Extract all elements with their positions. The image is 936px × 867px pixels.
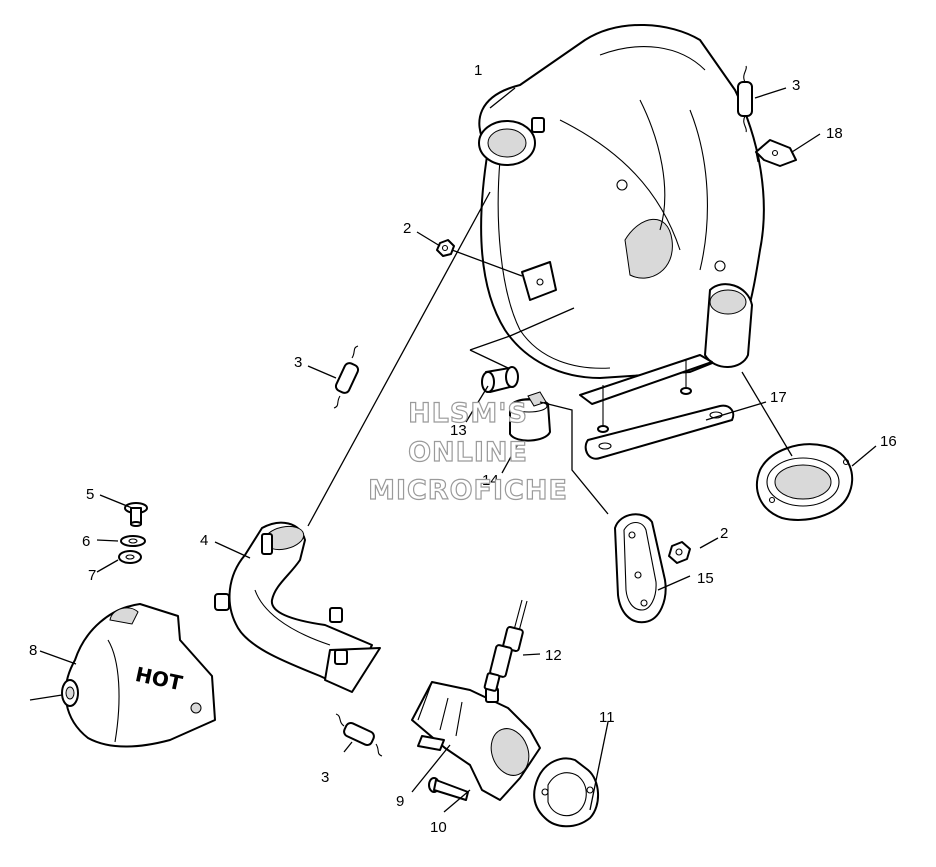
callout-1: 1 [474, 62, 482, 79]
watermark-line-2: ONLINE [408, 437, 528, 468]
nut-part-2-upper [436, 239, 455, 257]
callout-3-upper-right: 3 [792, 77, 800, 94]
callout-15: 15 [697, 570, 714, 587]
callout-9: 9 [396, 793, 404, 810]
nut-part-2-lower [668, 541, 691, 564]
callout-18: 18 [826, 125, 843, 142]
callout-2-lower: 2 [720, 525, 728, 542]
callout-8: 8 [29, 642, 37, 659]
muffler-part-1 [478, 24, 765, 433]
callout-14: 14 [482, 472, 499, 489]
bolt-part-10 [428, 777, 469, 801]
watermark: HLSM'S ONLINE MICROFICHE [367, 397, 568, 506]
bracket-part-18 [755, 139, 797, 167]
watermark-line-3: MICROFICHE [368, 475, 568, 506]
gasket-part-11 [533, 757, 599, 828]
callout-11: 11 [599, 709, 615, 726]
heat-shield-part-8: HOT [61, 603, 216, 748]
callout-10: 10 [430, 819, 447, 836]
spring-part-3-upper-right [737, 65, 753, 133]
gasket-part-15 [614, 513, 667, 624]
exhaust-pipe-part-4 [214, 521, 381, 693]
callout-3-left: 3 [294, 354, 302, 371]
sensor-part-12 [483, 599, 528, 692]
bolt-part-5 [124, 502, 148, 527]
callout-5: 5 [86, 486, 94, 503]
spring-part-3-left [333, 345, 360, 409]
washer-part-6 [120, 535, 146, 547]
watermark-line-1: HLSM'S [408, 398, 528, 429]
callout-3-lower: 3 [321, 769, 329, 786]
mounting-plate-part-17 [584, 404, 735, 460]
callout-4: 4 [200, 532, 208, 549]
manifold-part-9 [411, 681, 541, 801]
callout-16: 16 [880, 433, 897, 450]
callout-6: 6 [82, 533, 90, 550]
callout-7: 7 [88, 567, 96, 584]
grommet-part-13 [481, 366, 519, 393]
spring-part-3-lower [335, 713, 383, 757]
callout-12: 12 [545, 647, 562, 664]
leader-lines [29, 87, 877, 813]
callout-13: 13 [450, 422, 467, 439]
outlet-gasket-part-16 [756, 443, 854, 521]
callout-2-upper: 2 [403, 220, 411, 237]
washer-part-7 [118, 550, 142, 564]
callout-labels: 1 2 2 3 3 3 4 5 6 7 8 9 10 11 12 13 14 1… [29, 62, 897, 836]
callout-17: 17 [770, 389, 787, 406]
